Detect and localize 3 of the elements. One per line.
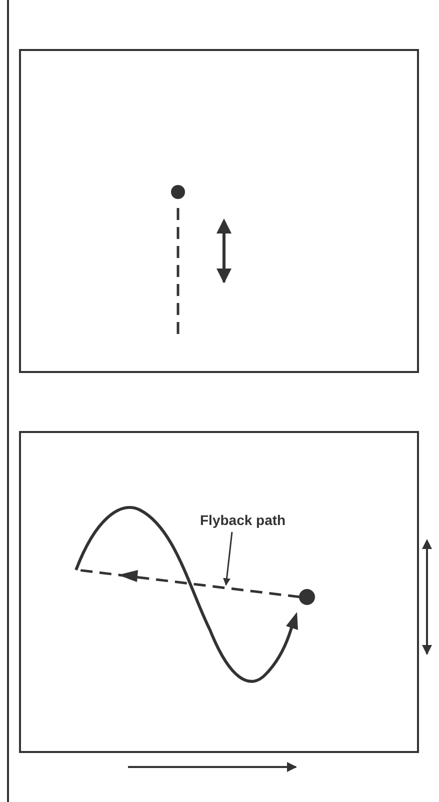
leader-line bbox=[223, 532, 233, 586]
flyback-dashed-line bbox=[78, 568, 300, 598]
callout-label: Flyback path bbox=[200, 512, 286, 528]
